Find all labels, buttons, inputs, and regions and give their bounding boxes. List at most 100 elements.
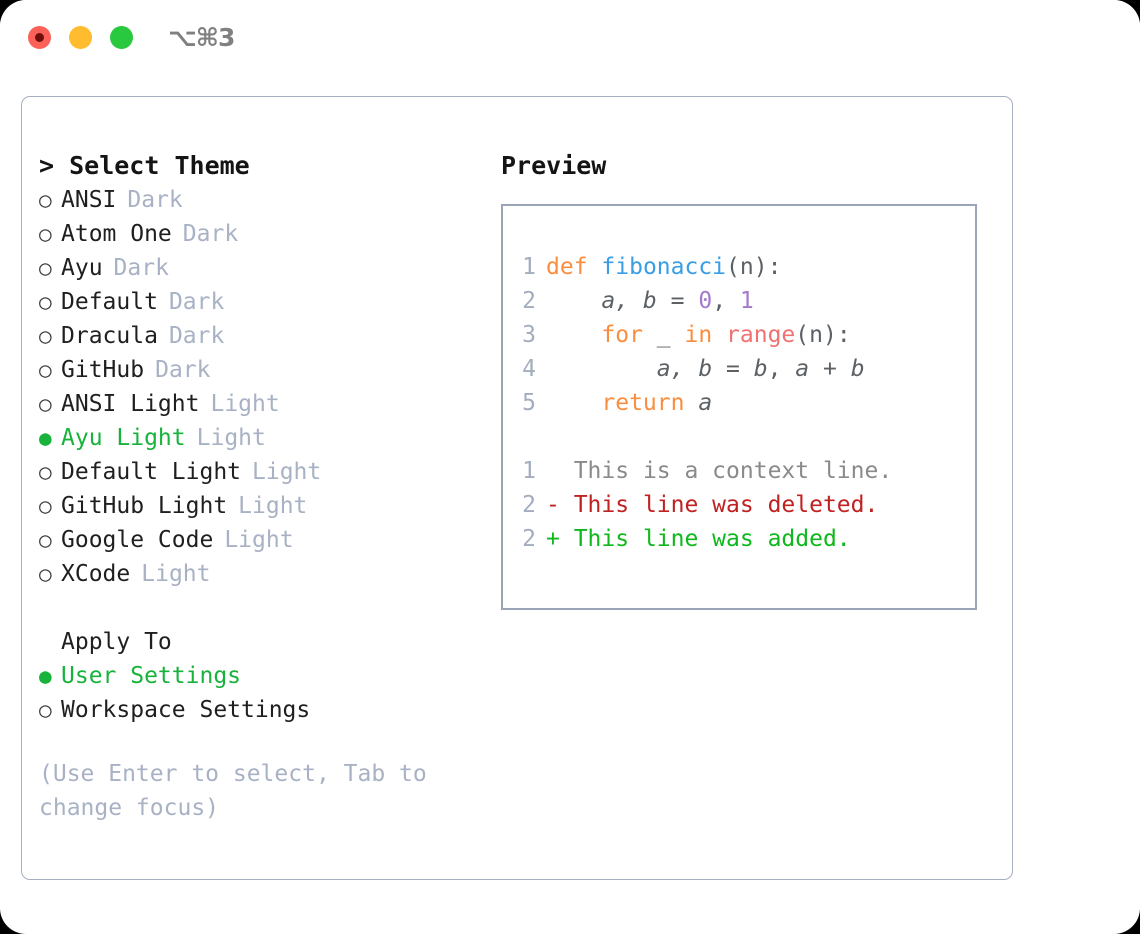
theme-option-name: Ayu (61, 255, 103, 281)
code-line: 5 return a (520, 386, 892, 420)
radio-selected-icon: ● (39, 426, 52, 450)
code-token: (n): (726, 254, 782, 280)
code-diff-separator (520, 420, 892, 454)
list-spacer (39, 591, 489, 625)
diff-text: This is a context line. (559, 458, 893, 484)
theme-option-google-code[interactable]: ○ Google Code Light (39, 523, 489, 557)
theme-option-name: Default (61, 289, 158, 315)
code-token: , (712, 288, 740, 314)
theme-option-github-light[interactable]: ○ GitHub Light Light (39, 489, 489, 523)
code-token: return (601, 390, 685, 416)
close-button[interactable] (28, 26, 51, 49)
title-bar: ⌥⌘3 (0, 0, 1140, 78)
diff-text: This line was added. (559, 526, 851, 552)
keyboard-shortcut-label: ⌥⌘3 (168, 23, 235, 52)
theme-option-category: Dark (127, 187, 183, 213)
line-number: 1 (522, 254, 536, 280)
line-number: 1 (522, 458, 536, 484)
theme-option-name: ANSI Light (61, 391, 200, 417)
line-number: 2 (522, 492, 536, 518)
theme-option-atom-one[interactable]: ○ Atom One Dark (39, 217, 489, 251)
radio-unselected-icon: ○ (39, 494, 52, 518)
line-number: 5 (522, 390, 536, 416)
theme-option-name: Default Light (61, 459, 242, 485)
theme-option-category: Light (210, 391, 280, 417)
radio-unselected-icon: ○ (39, 188, 52, 212)
radio-unselected-icon: ○ (39, 222, 52, 246)
radio-unselected-icon: ○ (39, 528, 52, 552)
theme-option-name: GitHub Light (61, 493, 228, 519)
apply-to-option-workspace-settings[interactable]: ○Workspace Settings (39, 693, 489, 727)
theme-option-name: GitHub (61, 357, 145, 383)
theme-option-name: Google Code (61, 527, 214, 553)
radio-selected-icon: ● (39, 664, 52, 688)
radio-unselected-icon: ○ (39, 256, 52, 280)
theme-option-name: ANSI (61, 187, 117, 213)
theme-option-xcode[interactable]: ○ XCode Light (39, 557, 489, 591)
preview-heading: Preview (501, 151, 607, 180)
apply-to-option-name: User Settings (61, 663, 242, 689)
theme-option-category: Dark (113, 255, 169, 281)
theme-option-category: Light (238, 493, 308, 519)
theme-option-name: Atom One (61, 221, 172, 247)
code-token: + (809, 356, 851, 382)
code-token: = (656, 288, 699, 314)
diff-marker: - (546, 492, 560, 518)
theme-option-category: Dark (182, 221, 239, 247)
theme-option-default-light[interactable]: ○ Default Light Light (39, 455, 489, 489)
radio-unselected-icon: ○ (39, 392, 52, 416)
apply-to-option-user-settings[interactable]: ● User Settings (39, 659, 489, 693)
apply-to-option-list[interactable]: ● User Settings ○Workspace Settings (39, 659, 489, 727)
theme-option-category: Light (252, 459, 322, 485)
code-token: b (753, 356, 768, 382)
code-token (588, 254, 602, 280)
line-number: 3 (522, 322, 536, 348)
theme-option-ansi[interactable]: ○ ANSI Dark (39, 183, 489, 217)
diff-marker: + (546, 526, 560, 552)
theme-option-ayu[interactable]: ○ Ayu Dark (39, 251, 489, 285)
diff-line-add: 2 + This line was added. (520, 522, 892, 556)
code-token: a, b (656, 356, 713, 382)
minimize-button[interactable] (69, 26, 92, 49)
code-token: in (684, 322, 713, 348)
code-token: 0 (698, 288, 713, 314)
diff-line-ctx: 1 This is a context line. (520, 454, 892, 488)
window-controls (28, 26, 133, 49)
maximize-button[interactable] (110, 26, 133, 49)
line-number: 2 (522, 526, 536, 552)
code-token (546, 322, 601, 348)
theme-option-name: Dracula (61, 323, 158, 349)
theme-option-category: Light (141, 561, 211, 587)
code-token: for (601, 322, 643, 348)
line-number: 2 (522, 288, 536, 314)
code-token: a, b (601, 288, 657, 314)
radio-unselected-icon: ○ (39, 460, 52, 484)
code-token (546, 356, 657, 382)
theme-option-ansi-light[interactable]: ○ ANSI Light Light (39, 387, 489, 421)
radio-unselected-icon: ○ (39, 698, 52, 722)
code-token: (n): (795, 322, 851, 348)
code-token: a (795, 356, 810, 382)
radio-unselected-icon: ○ (39, 562, 52, 586)
apply-to-bullet-placeholder: ○ (39, 625, 61, 659)
code-token (712, 322, 726, 348)
code-line: 3 for _ in range(n): (520, 318, 892, 352)
theme-option-category: Dark (168, 289, 225, 315)
code-token (546, 390, 601, 416)
code-token: b (850, 356, 865, 382)
theme-option-category: Light (224, 527, 294, 553)
theme-option-name: XCode (61, 561, 131, 587)
theme-option-category: Light (196, 425, 266, 451)
code-token: a (698, 390, 713, 416)
